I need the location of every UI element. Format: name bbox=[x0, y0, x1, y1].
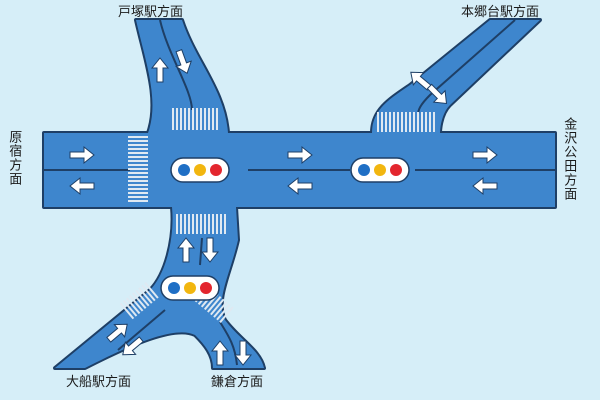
signal-light-yellow bbox=[184, 282, 196, 294]
crosswalk-icon bbox=[172, 108, 218, 130]
direction-arrow-icon bbox=[233, 340, 253, 366]
direction-arrow-icon bbox=[122, 336, 144, 356]
crosswalk-icon bbox=[128, 136, 148, 202]
direction-arrow-icon bbox=[287, 145, 313, 165]
label-harajuku-direction: 原宿方面 bbox=[6, 130, 22, 186]
signal-light-blue bbox=[168, 282, 180, 294]
direction-arrow-icon bbox=[200, 237, 220, 263]
direction-arrow-icon bbox=[426, 83, 448, 105]
signal-light-red bbox=[210, 164, 222, 176]
signal-light-red bbox=[390, 164, 402, 176]
direction-arrow-icon bbox=[210, 340, 230, 366]
direction-arrow-icon bbox=[472, 145, 498, 165]
signal-west-intersection bbox=[170, 157, 230, 183]
signal-east-intersection bbox=[350, 157, 410, 183]
direction-arrow-icon bbox=[176, 237, 196, 263]
crosswalks bbox=[119, 108, 435, 323]
signal-light-red bbox=[200, 282, 212, 294]
crosswalk-icon bbox=[119, 282, 159, 320]
signal-light-blue bbox=[358, 164, 370, 176]
label-totsuka-direction: 戸塚駅方面 bbox=[118, 5, 184, 20]
crosswalk-icon bbox=[377, 112, 435, 132]
direction-arrow-icon bbox=[69, 145, 95, 165]
direction-arrow-icon bbox=[287, 176, 313, 196]
direction-arrow-icon bbox=[69, 176, 95, 196]
direction-arrow-icon bbox=[175, 49, 193, 75]
label-kamakura-direction: 鎌倉方面 bbox=[211, 375, 264, 390]
label-hongodai-direction: 本郷台駅方面 bbox=[461, 5, 540, 20]
crosswalk-icon bbox=[176, 214, 226, 234]
direction-arrow-icon bbox=[472, 176, 498, 196]
signal-light-yellow bbox=[194, 164, 206, 176]
traffic-signals bbox=[160, 157, 410, 301]
signal-light-blue bbox=[178, 164, 190, 176]
direction-arrow-icon bbox=[150, 57, 170, 83]
signal-south-fork bbox=[160, 275, 220, 301]
direction-arrow-icon bbox=[106, 323, 128, 343]
direction-arrow-icon bbox=[410, 71, 432, 91]
direction-arrows bbox=[69, 49, 498, 366]
signal-light-yellow bbox=[374, 164, 386, 176]
label-kanazawa-direction: 金沢公田方面 bbox=[561, 117, 577, 201]
label-ofuna-direction: 大船駅方面 bbox=[66, 375, 132, 390]
lane-divider-lines bbox=[44, 19, 555, 366]
